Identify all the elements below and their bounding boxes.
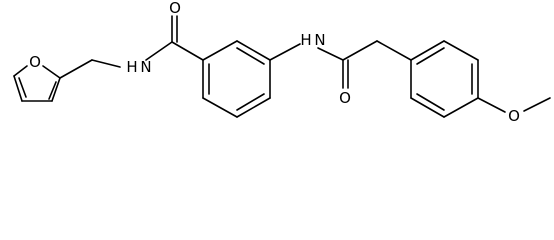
atom-label-amide1-hydrogen: H bbox=[126, 58, 137, 76]
benzene-ring-methoxyphenyl bbox=[410, 40, 479, 118]
bond bbox=[342, 40, 378, 61]
bond bbox=[477, 97, 506, 113]
bond bbox=[410, 40, 445, 61]
bond bbox=[269, 43, 301, 61]
atom-label-furan-oxygen: O bbox=[29, 53, 41, 71]
bond bbox=[91, 59, 121, 68]
bond bbox=[523, 97, 551, 112]
bond bbox=[410, 97, 445, 118]
bond bbox=[51, 77, 61, 102]
bond bbox=[42, 65, 61, 79]
bond bbox=[376, 40, 412, 61]
atom-label-methoxy-oxygen: O bbox=[508, 107, 520, 125]
bond bbox=[48, 81, 57, 100]
chemical-structure: O N H O N H O O bbox=[13, 0, 551, 125]
bond bbox=[236, 47, 265, 65]
bond bbox=[202, 40, 238, 61]
atom-label-amide1-oxygen: O bbox=[169, 0, 181, 17]
atom-label-amide2-nitrogen: N bbox=[314, 31, 325, 49]
atom-label-amide2-hydrogen: H bbox=[300, 31, 311, 49]
bond bbox=[416, 93, 445, 111]
bond bbox=[18, 77, 27, 98]
bond bbox=[236, 40, 271, 61]
bond bbox=[202, 97, 238, 118]
bond bbox=[443, 97, 479, 118]
bond bbox=[443, 40, 479, 61]
benzene-ring-central bbox=[202, 40, 271, 118]
bond bbox=[236, 97, 271, 118]
bond bbox=[145, 41, 173, 61]
bond bbox=[236, 93, 265, 111]
atom-label-amide1-nitrogen: N bbox=[140, 58, 151, 76]
bond bbox=[59, 59, 93, 79]
bond bbox=[13, 75, 23, 102]
furan-ring bbox=[13, 65, 61, 102]
bond bbox=[416, 47, 445, 65]
atom-label-amide2-oxygen: O bbox=[339, 89, 351, 107]
bond bbox=[317, 47, 344, 61]
bond bbox=[13, 65, 28, 77]
bond bbox=[171, 41, 204, 61]
